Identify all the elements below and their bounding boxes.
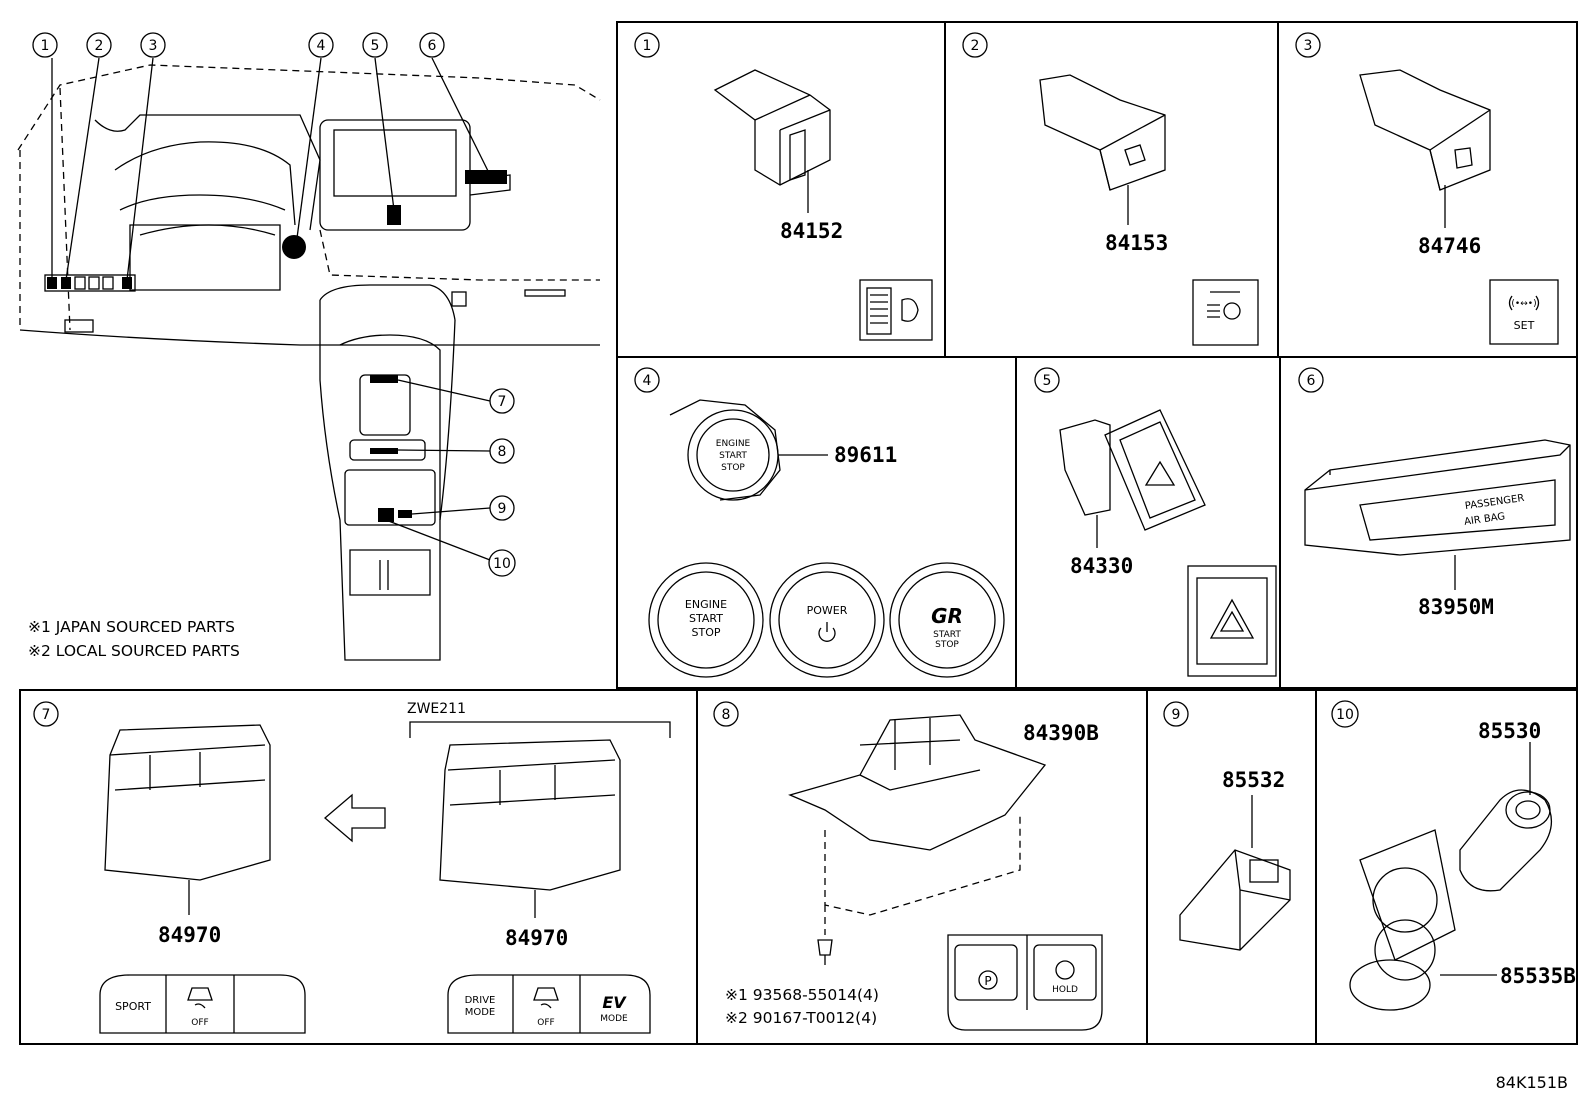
overview-leaders (51, 57, 491, 561)
panel-10-number: 10 (1336, 707, 1354, 723)
panel-6: 6 PASSENGER AIR BAG 83950M (1298, 367, 1571, 619)
hold-label: HOLD (1052, 985, 1078, 995)
button-a-line-2: START (689, 612, 723, 625)
panel-4: 4 ENGINE START STOP 89611 ENGINE START S… (634, 367, 1005, 678)
traction-off-icon (187, 987, 213, 1009)
switch-start-text: START (719, 451, 747, 461)
part-number-85530: 85530 (1478, 719, 1541, 743)
overview-callouts: 1 2 3 4 5 6 7 8 9 10 (32, 32, 516, 577)
panel-8: 8 84390B ※1 93568-55014(4) ※2 90167-T001… (713, 701, 1103, 1031)
set-icon-label: SET (1514, 319, 1535, 332)
svg-text:(•↔•): (•↔•) (1511, 299, 1536, 309)
panel-7-number: 7 (42, 707, 51, 723)
screw-local: ※2 90167-T0012(4) (725, 1009, 877, 1027)
button-c-line-2: STOP (935, 640, 959, 650)
part-number-85535B: 85535B (1500, 964, 1576, 988)
note-local-sourced: ※2 LOCAL SOURCED PARTS (28, 642, 240, 660)
ev-label: EV (602, 993, 627, 1012)
traction-off-icon-b (533, 987, 559, 1009)
sport-label: SPORT (115, 1000, 151, 1013)
panel-9: 9 85532 (1163, 701, 1291, 951)
panel-8-number: 8 (722, 707, 731, 723)
off-label-b: OFF (537, 1018, 554, 1028)
airbag-label-1: PASSENGER (1464, 493, 1525, 512)
parking-p-icon: P (984, 974, 991, 988)
callout-1-circle (32, 32, 58, 58)
callout-3: 3 (149, 38, 158, 54)
button-c-line-1: START (933, 630, 961, 640)
figure-code: 84K151B (1496, 1073, 1568, 1092)
part-number-84970-b: 84970 (505, 926, 568, 950)
off-label-a: OFF (191, 1018, 208, 1028)
callout-10: 10 (493, 556, 511, 572)
button-a-line-1: ENGINE (685, 598, 727, 611)
panel-4-number: 4 (643, 373, 652, 389)
dashboard-overview (17, 64, 601, 661)
panel-3-number: 3 (1304, 38, 1313, 54)
panel-2-number: 2 (971, 38, 980, 54)
panel-5: 5 84330 (1034, 367, 1277, 677)
part-number-84390B: 84390B (1023, 721, 1099, 745)
gr-logo-icon: GR (931, 604, 963, 628)
panel-9-number: 9 (1172, 707, 1181, 723)
panel-5-number: 5 (1043, 373, 1052, 389)
power-icon (818, 622, 836, 642)
screw-japan: ※1 93568-55014(4) (725, 986, 879, 1004)
callout-1: 1 (41, 38, 50, 54)
part-number-83950M: 83950M (1418, 595, 1494, 619)
part-number-84330: 84330 (1070, 554, 1133, 578)
part-number-84153: 84153 (1105, 231, 1168, 255)
part-number-84970-a: 84970 (158, 923, 221, 947)
part-number-84746: 84746 (1418, 234, 1481, 258)
switch-stop-text: STOP (721, 463, 745, 473)
panel-7: 7 ZWE211 84970 84970 SPORT OFF DRIVE MOD… (33, 701, 671, 1034)
part-number-85532: 85532 (1222, 768, 1285, 792)
switch-engine-text: ENGINE (716, 439, 751, 449)
callout-6: 6 (428, 38, 437, 54)
mode-label-2: MODE (600, 1014, 628, 1024)
arrow-left-icon (323, 793, 386, 843)
panel-1-number: 1 (643, 38, 652, 54)
part-number-84152: 84152 (780, 219, 843, 243)
button-b-line-1: POWER (807, 604, 848, 617)
callout-4: 4 (317, 38, 326, 54)
hazard-icon (1209, 598, 1255, 639)
callout-8: 8 (498, 444, 507, 460)
button-a-line-3: STOP (692, 626, 721, 639)
panel-grid (19, 21, 1578, 1045)
callout-7: 7 (498, 394, 507, 410)
callout-9: 9 (498, 501, 507, 517)
callout-2: 2 (95, 38, 104, 54)
airbag-label-2: AIR BAG (1463, 511, 1505, 528)
panel-6-number: 6 (1307, 373, 1316, 389)
panel-2: 2 84153 (962, 32, 1259, 346)
panel-1: 1 84152 (634, 32, 933, 341)
panel-3: 3 84746 (•↔•) SET (1295, 32, 1559, 345)
panel-10: 10 85530 85535B (1331, 700, 1576, 1011)
mode-label-1: MODE (465, 1007, 496, 1018)
drive-label: DRIVE (465, 995, 496, 1006)
callout-5: 5 (371, 38, 380, 54)
note-japan-sourced: ※1 JAPAN SOURCED PARTS (28, 618, 235, 636)
part-number-89611: 89611 (834, 443, 897, 467)
zwe211-label: ZWE211 (407, 701, 466, 717)
